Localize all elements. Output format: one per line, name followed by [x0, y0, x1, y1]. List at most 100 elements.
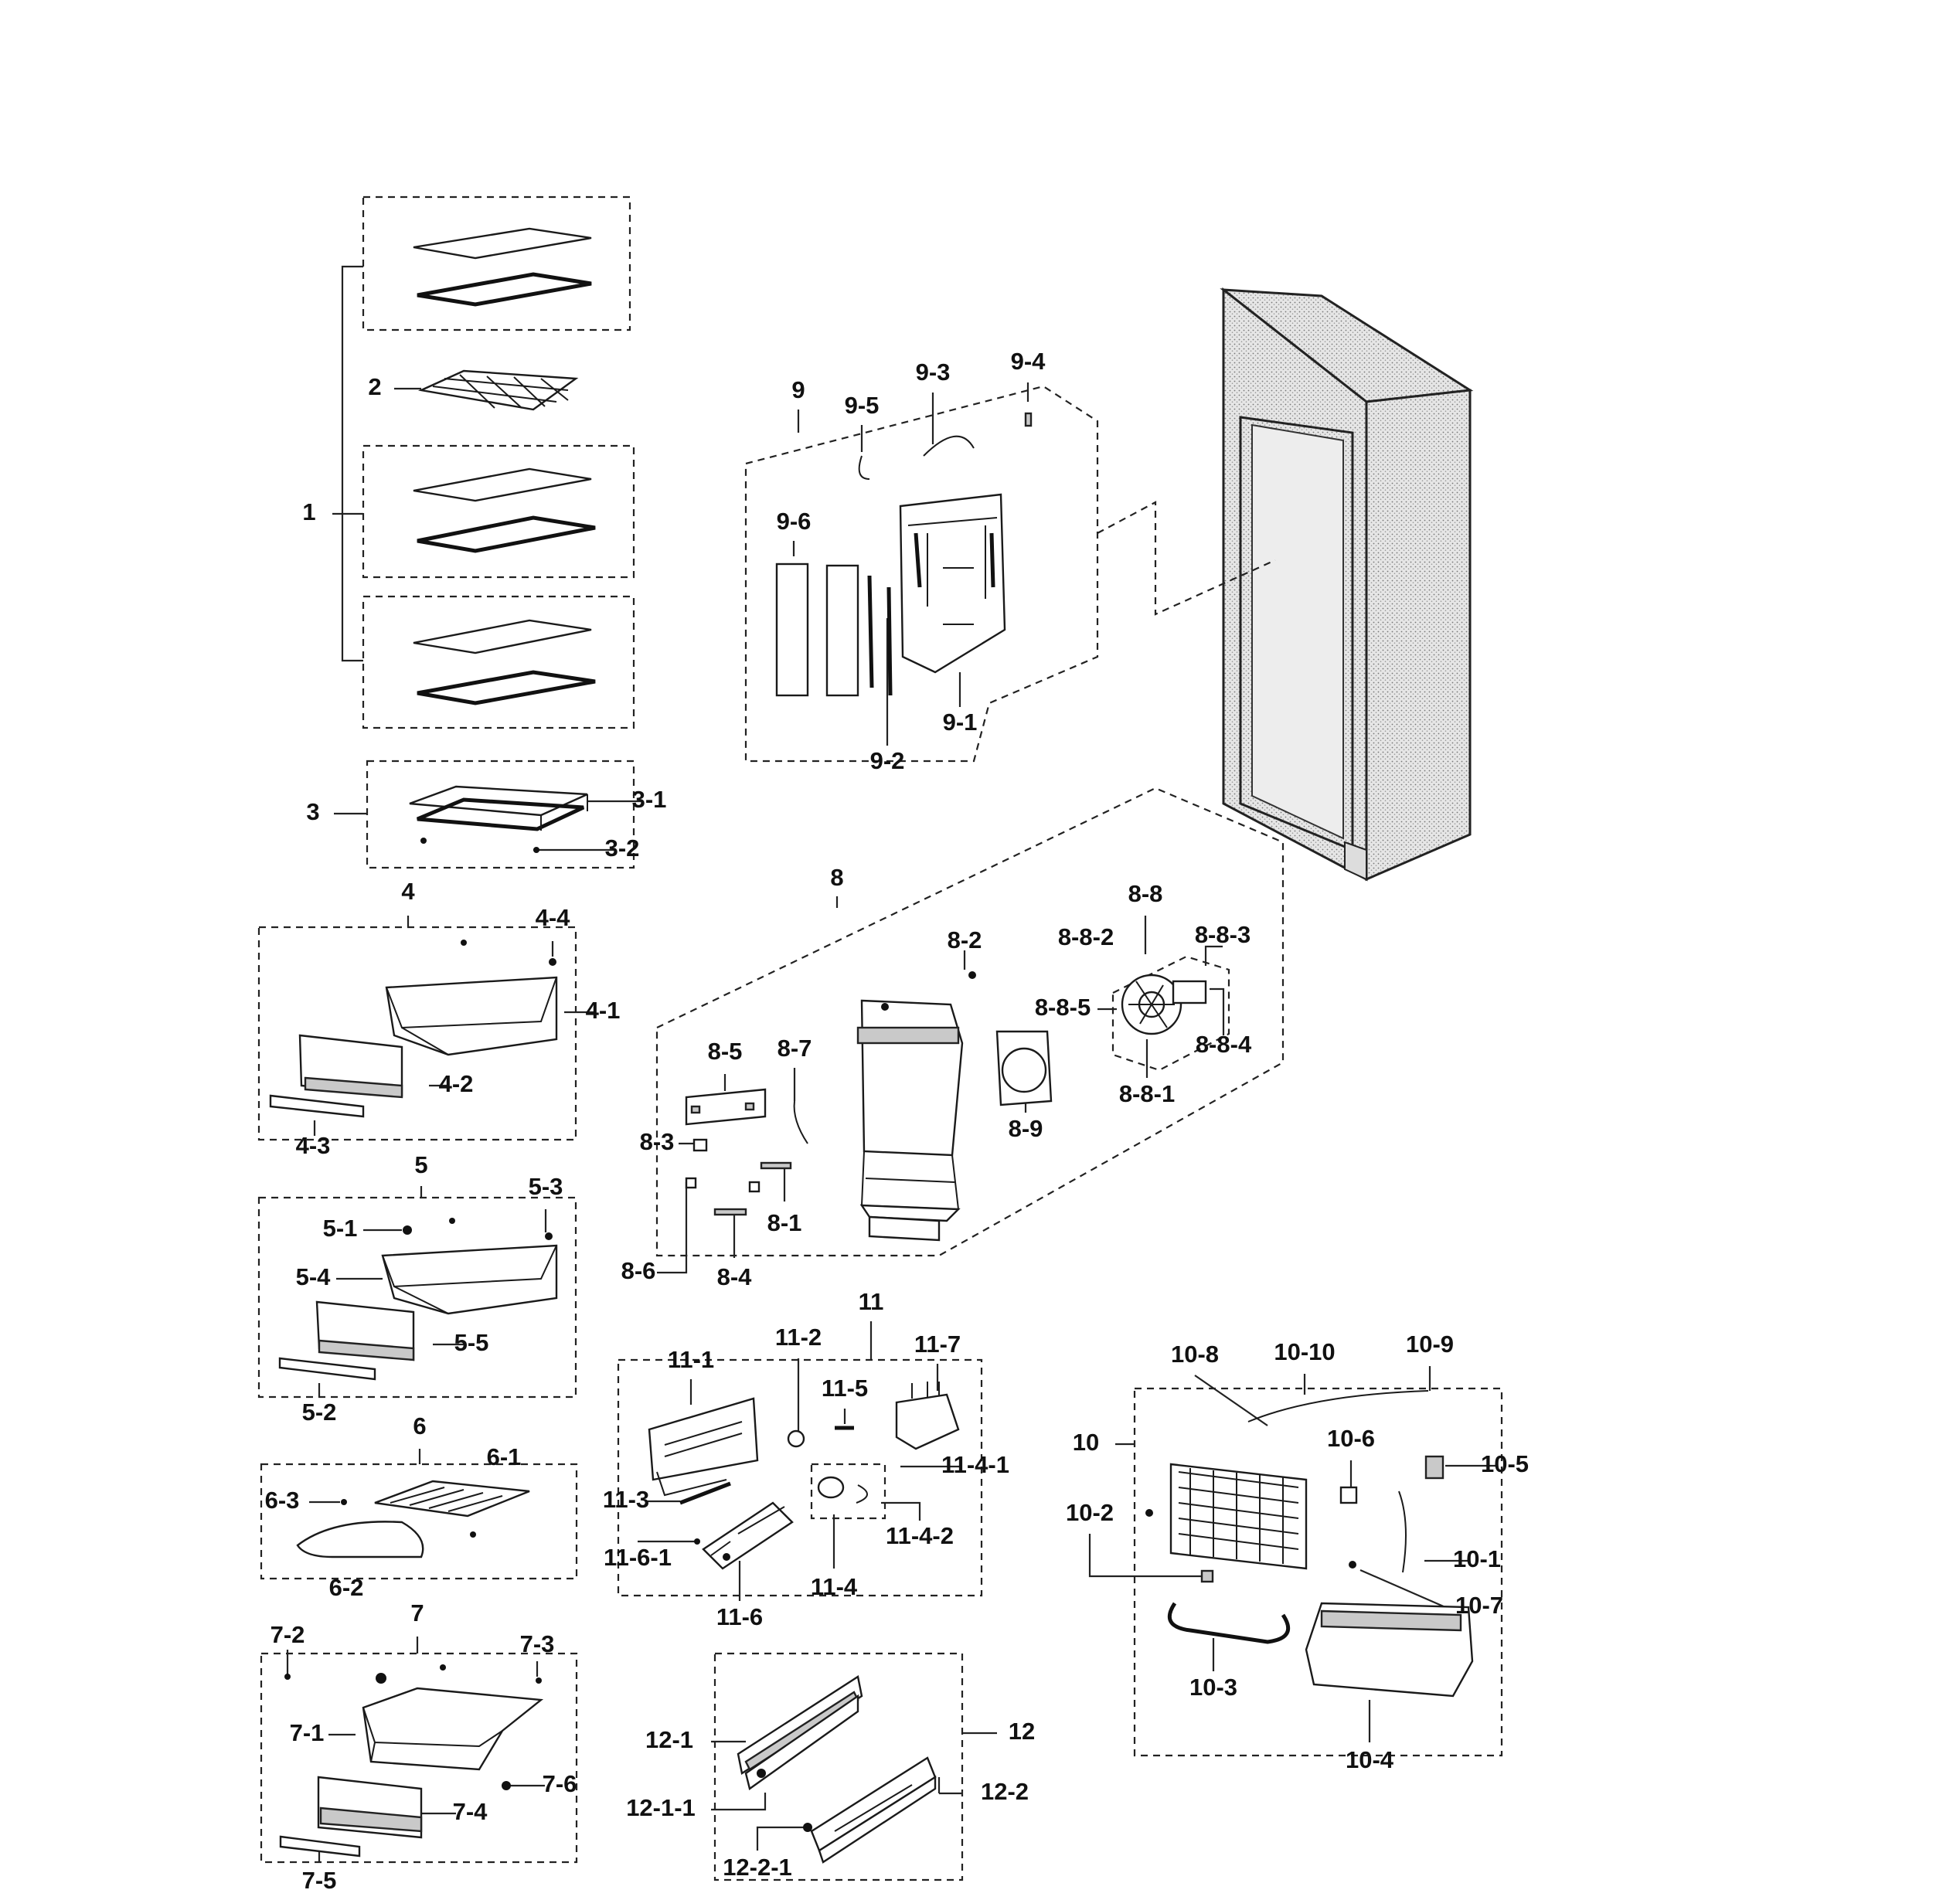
refrigerator-cabinet	[1220, 287, 1474, 882]
callout-5-2: 5-2	[302, 1399, 337, 1426]
callout-9-3: 9-3	[916, 359, 951, 386]
callout-10-3: 10-3	[1189, 1674, 1237, 1701]
callout-8-8-1: 8-8-1	[1119, 1080, 1175, 1107]
evaporator-cover	[860, 999, 964, 1157]
callout-6: 6	[413, 1412, 426, 1439]
callout-12-2-1: 12-2-1	[723, 1854, 792, 1881]
callout-3-2: 3-2	[605, 834, 640, 862]
callout-12-1-1: 12-1-1	[626, 1794, 696, 1821]
callout-10: 10	[1073, 1429, 1099, 1456]
callout-11-2: 11-2	[775, 1324, 822, 1351]
shelf-group-1	[332, 195, 635, 729]
callout-3-1: 3-1	[632, 786, 667, 813]
callout-7-4: 7-4	[453, 1798, 488, 1825]
callout-10-8: 10-8	[1171, 1341, 1219, 1368]
callout-7: 7	[410, 1599, 424, 1626]
callout-8-4: 8-4	[717, 1263, 753, 1290]
rail-group-12	[711, 1652, 997, 1881]
callout-4-3: 4-3	[296, 1132, 331, 1159]
callout-11-1: 11-1	[668, 1346, 714, 1373]
callout-10-4: 10-4	[1346, 1746, 1394, 1773]
callout-11-5: 11-5	[822, 1375, 868, 1402]
foam-insulation	[775, 563, 809, 697]
water-valve	[895, 1393, 960, 1450]
callout-11-4: 11-4	[811, 1573, 858, 1600]
callout-8-7: 8-7	[778, 1035, 812, 1062]
callout-11: 11	[859, 1288, 884, 1315]
drawer-group-6	[260, 1449, 578, 1580]
callout-11-3: 11-3	[603, 1486, 649, 1513]
callout-10-5: 10-5	[1481, 1450, 1529, 1477]
callout-10-1: 10-1	[1453, 1545, 1501, 1572]
callout-12: 12	[1009, 1718, 1035, 1745]
callout-8-9: 8-9	[1009, 1115, 1043, 1142]
filter-11-6	[702, 1501, 794, 1570]
callout-8-6: 8-6	[621, 1257, 656, 1284]
glass-shelf	[413, 619, 592, 654]
rail-12-2	[810, 1756, 937, 1852]
callout-6-3: 6-3	[265, 1487, 300, 1514]
shelf-group-3	[334, 760, 641, 869]
callout-12-1: 12-1	[645, 1726, 693, 1753]
callout-5-1: 5-1	[323, 1215, 358, 1242]
callout-9-5: 9-5	[845, 392, 880, 419]
callout-11-6-1: 11-6-1	[604, 1544, 672, 1571]
callout-7-2: 7-2	[271, 1621, 305, 1648]
callout-9-6: 9-6	[777, 508, 812, 535]
callout-3: 3	[306, 798, 319, 825]
callout-10-2: 10-2	[1066, 1499, 1114, 1526]
drawer-group-7	[260, 1637, 578, 1864]
callout-7-6: 7-6	[543, 1770, 577, 1797]
drawer-group-5	[257, 1186, 577, 1399]
duct-cover	[899, 493, 1006, 674]
glass-shelf	[413, 467, 592, 502]
ice-maker-11-1	[648, 1397, 759, 1481]
callout-9-1: 9-1	[943, 709, 978, 736]
callout-5-4: 5-4	[296, 1263, 332, 1290]
callout-8-3: 8-3	[640, 1128, 675, 1155]
callout-7-1: 7-1	[290, 1719, 325, 1746]
callout-9: 9	[791, 376, 805, 403]
callout-12-2: 12-2	[981, 1778, 1029, 1805]
callout-4-1: 4-1	[586, 997, 621, 1024]
evaporator-group-10	[1088, 1366, 1503, 1757]
callout-6-1: 6-1	[487, 1443, 522, 1470]
callout-10-6: 10-6	[1327, 1425, 1375, 1452]
callout-8: 8	[830, 864, 843, 891]
callout-10-7: 10-7	[1455, 1592, 1503, 1619]
ice-maker-group-11	[617, 1321, 983, 1601]
callout-8-5: 8-5	[708, 1038, 743, 1065]
callout-5: 5	[414, 1151, 427, 1178]
callout-10-9: 10-9	[1406, 1331, 1454, 1358]
callout-5-5: 5-5	[454, 1329, 489, 1356]
shelf-6-1	[374, 1480, 530, 1518]
callout-8-8-4: 8-8-4	[1196, 1031, 1252, 1058]
callout-11-4-1: 11-4-1	[941, 1451, 1009, 1478]
glass-shelf	[413, 227, 592, 260]
callout-8-8-2: 8-8-2	[1058, 923, 1114, 950]
callout-9-2: 9-2	[870, 747, 905, 774]
callout-4-2: 4-2	[439, 1070, 474, 1097]
callout-7-5: 7-5	[302, 1867, 337, 1894]
wine-rack-2	[394, 369, 579, 411]
callout-9-4: 9-4	[1011, 348, 1046, 375]
callout-8-8-5: 8-8-5	[1035, 994, 1091, 1021]
crisper-drawer	[385, 976, 558, 1056]
drawer-7-1	[362, 1687, 544, 1771]
callout-2: 2	[368, 373, 381, 400]
drawer-group-4	[257, 916, 595, 1141]
callout-10-10: 10-10	[1274, 1338, 1335, 1365]
callout-6-2: 6-2	[329, 1574, 364, 1601]
duct-group-9	[744, 382, 1099, 763]
callout-8-1: 8-1	[767, 1209, 802, 1236]
evaporator-cover-group-8	[655, 787, 1285, 1274]
callout-5-3: 5-3	[529, 1173, 563, 1200]
callout-11-6: 11-6	[716, 1603, 763, 1630]
callout-7-3: 7-3	[520, 1630, 555, 1657]
callout-4-4: 4-4	[536, 904, 571, 931]
callout-1: 1	[302, 498, 315, 525]
callout-11-7: 11-7	[914, 1331, 961, 1358]
callout-8-8: 8-8	[1128, 880, 1163, 907]
